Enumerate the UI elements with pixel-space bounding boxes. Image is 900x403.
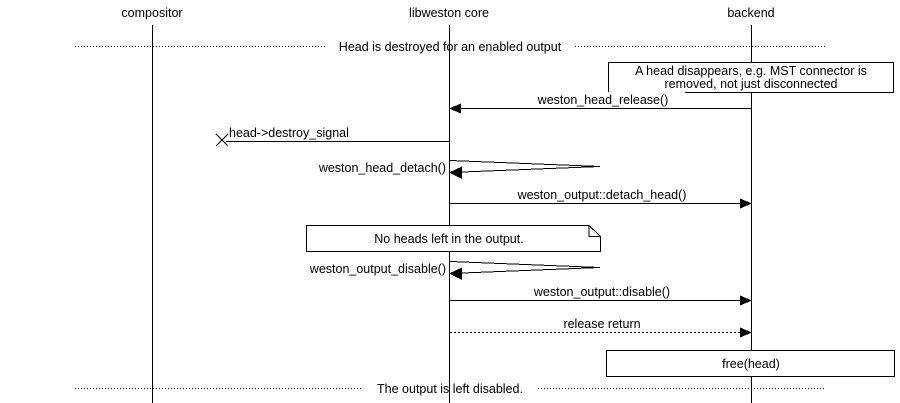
- message-weston-output-disable-call-arrowhead: [449, 267, 462, 280]
- message-weston-output-detach-head: weston_output::detach_head(): [450, 187, 752, 209]
- message-weston-head-detach: weston_head_detach(): [318, 160, 601, 179]
- message-weston-head-release-arrowhead: [449, 103, 461, 114]
- message-weston-output-disable-call-loop: [449, 261, 601, 274]
- divider-bottom: The output is left disabled.: [75, 382, 825, 396]
- participant-label-backend: backend: [727, 6, 774, 20]
- message-weston-head-detach-label: weston_head_detach(): [318, 161, 446, 175]
- message-head-destroy-signal-label: head->destroy_signal: [229, 126, 349, 140]
- message-weston-output-disable-call-label: weston_output_disable(): [309, 262, 446, 276]
- note-free-head-box: [606, 350, 895, 377]
- message-weston-head-detach-loop: [449, 160, 601, 173]
- note-no-heads-left: No heads left in the output.: [306, 225, 601, 252]
- message-release-return-label: release return: [563, 317, 640, 331]
- message-head-destroy-signal-label-bg: [228, 125, 378, 140]
- message-head-destroy-signal-lost-x-stroke-2: [215, 133, 229, 147]
- divider-bottom-label: The output is left disabled.: [377, 382, 523, 396]
- message-weston-output-detach-head-label-bg: [495, 187, 710, 202]
- participant-label-compositor: compositor: [121, 6, 182, 20]
- note-head-disappears: A head disappears, e.g. MST connector is…: [608, 62, 894, 93]
- note-no-heads-left-fold: [588, 225, 601, 237]
- message-release-return-arrowhead: [740, 327, 752, 338]
- divider-top-label: Head is destroyed for an enabled output: [339, 40, 562, 54]
- note-no-heads-left-box: [306, 225, 601, 252]
- note-free-head: free(head): [606, 350, 895, 377]
- note-no-heads-left-text: No heads left in the output.: [374, 232, 523, 246]
- message-weston-output-disable-call: weston_output_disable(): [309, 261, 601, 280]
- message-weston-output-disable: weston_output::disable(): [450, 284, 752, 306]
- message-release-return-label-bg: [545, 316, 660, 331]
- message-weston-head-release: weston_head_release(): [449, 92, 752, 114]
- participant-headers: compositor libweston core backend: [121, 6, 774, 20]
- message-release-return: release return: [450, 316, 752, 338]
- note-head-disappears-box: [608, 62, 894, 93]
- note-head-disappears-line-1: A head disappears, e.g. MST connector is: [635, 64, 867, 78]
- note-free-head-text: free(head): [722, 357, 780, 371]
- note-head-disappears-line-2: removed, not just disconnected: [664, 77, 837, 91]
- message-weston-output-disable-label-bg: [510, 284, 695, 299]
- message-head-destroy-signal: head->destroy_signal: [215, 125, 450, 147]
- divider-top: Head is destroyed for an enabled output: [75, 40, 825, 54]
- message-weston-head-release-label-bg: [520, 92, 685, 107]
- message-weston-head-release-label: weston_head_release(): [537, 93, 669, 107]
- message-weston-head-detach-arrowhead: [449, 166, 462, 179]
- message-weston-output-detach-head-arrowhead: [740, 198, 752, 209]
- participant-label-libweston-core: libweston core: [409, 6, 489, 20]
- message-weston-output-disable-arrowhead: [740, 295, 752, 306]
- message-weston-output-disable-label: weston_output::disable(): [533, 285, 670, 299]
- message-weston-output-detach-head-label: weston_output::detach_head(): [517, 188, 687, 202]
